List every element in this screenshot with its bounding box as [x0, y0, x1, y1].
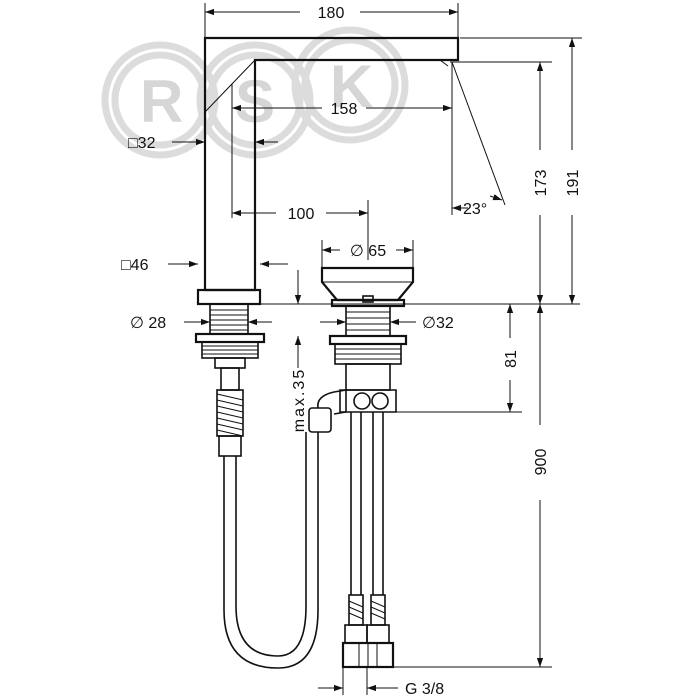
connecting-hose	[223, 389, 347, 669]
dim-connection-label: G 3/8	[405, 681, 444, 698]
dim-max-thickness-label: max.35	[291, 368, 308, 432]
dim-81-label: 81	[503, 350, 520, 368]
dim-100-label: 100	[288, 206, 315, 223]
dimension-labels: 180 158 □32 100 □46 ∅ 65 ∅ 28 ∅32 23° 17…	[121, 5, 582, 698]
dim-173-label: 173	[533, 170, 550, 197]
mixing-handle	[320, 266, 415, 413]
watermark-letter-r: R	[140, 68, 183, 135]
dim-thread-left-label: ∅ 28	[130, 315, 166, 332]
dim-900-label: 900	[533, 449, 550, 476]
dim-spray-angle-label: 23°	[463, 201, 487, 218]
dim-180-label: 180	[318, 5, 345, 22]
watermark-letter-k: K	[330, 53, 373, 120]
dim-158-label: 158	[331, 101, 358, 118]
dimension-lines	[168, 3, 582, 695]
spout-mount	[194, 288, 266, 457]
dim-191-label: 191	[565, 170, 582, 197]
supply-pipes	[341, 412, 395, 669]
dim-spout-section-label: □32	[128, 135, 156, 152]
dim-thread-right-label: ∅32	[422, 315, 454, 332]
dim-handle-diameter-label: ∅ 65	[350, 243, 386, 260]
dim-base-square-label: □46	[121, 257, 149, 274]
